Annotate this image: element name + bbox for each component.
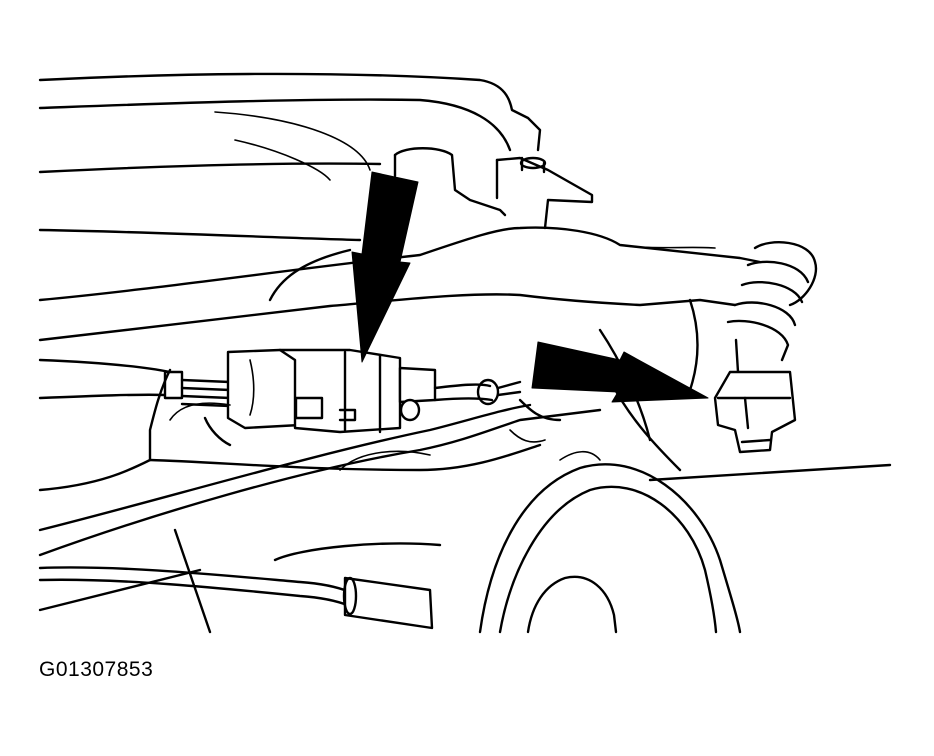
sensor-connector-right	[713, 370, 797, 454]
pulley-rotor	[478, 463, 742, 634]
arrow-right-icon	[531, 341, 709, 403]
figure-id-label: G01307853	[39, 658, 154, 681]
ball-joint-boot	[726, 241, 818, 380]
pointer-arrows	[351, 171, 709, 403]
wire-harness-connector	[38, 348, 437, 434]
control-arm	[38, 226, 762, 342]
upper-body-panel	[38, 72, 542, 242]
brake-line-rods	[38, 378, 602, 630]
subframe	[38, 298, 892, 634]
strut-bracket	[393, 147, 594, 230]
arrow-down-icon	[351, 171, 419, 363]
